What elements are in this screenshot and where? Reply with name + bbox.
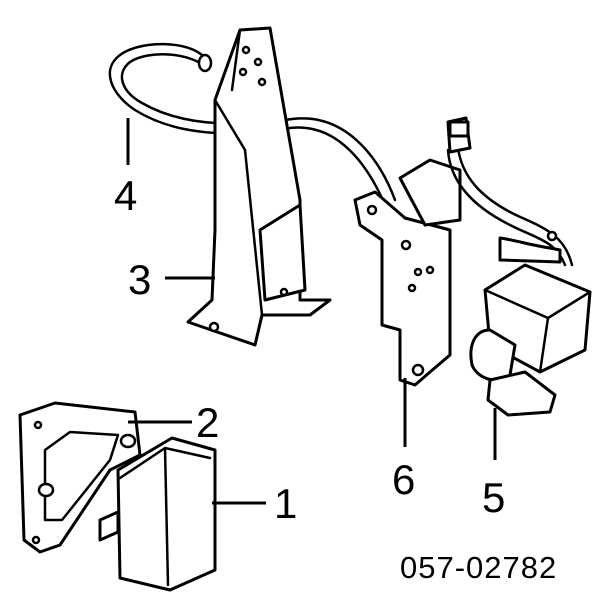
callout-5: 5 xyxy=(482,474,505,521)
hose-part xyxy=(108,42,397,207)
callout-4: 4 xyxy=(114,172,137,219)
actuator-part xyxy=(446,116,592,417)
callout-1: 1 xyxy=(274,480,297,527)
leader-lines xyxy=(126,118,497,505)
control-module-part xyxy=(98,436,217,592)
callout-2: 2 xyxy=(196,399,219,446)
module-bracket-part xyxy=(18,401,142,554)
part-code: 057-02782 xyxy=(400,550,557,585)
mounting-plate-part xyxy=(353,158,462,387)
callout-6: 6 xyxy=(392,456,415,503)
callout-3: 3 xyxy=(128,256,151,303)
bracket-part xyxy=(186,26,332,347)
